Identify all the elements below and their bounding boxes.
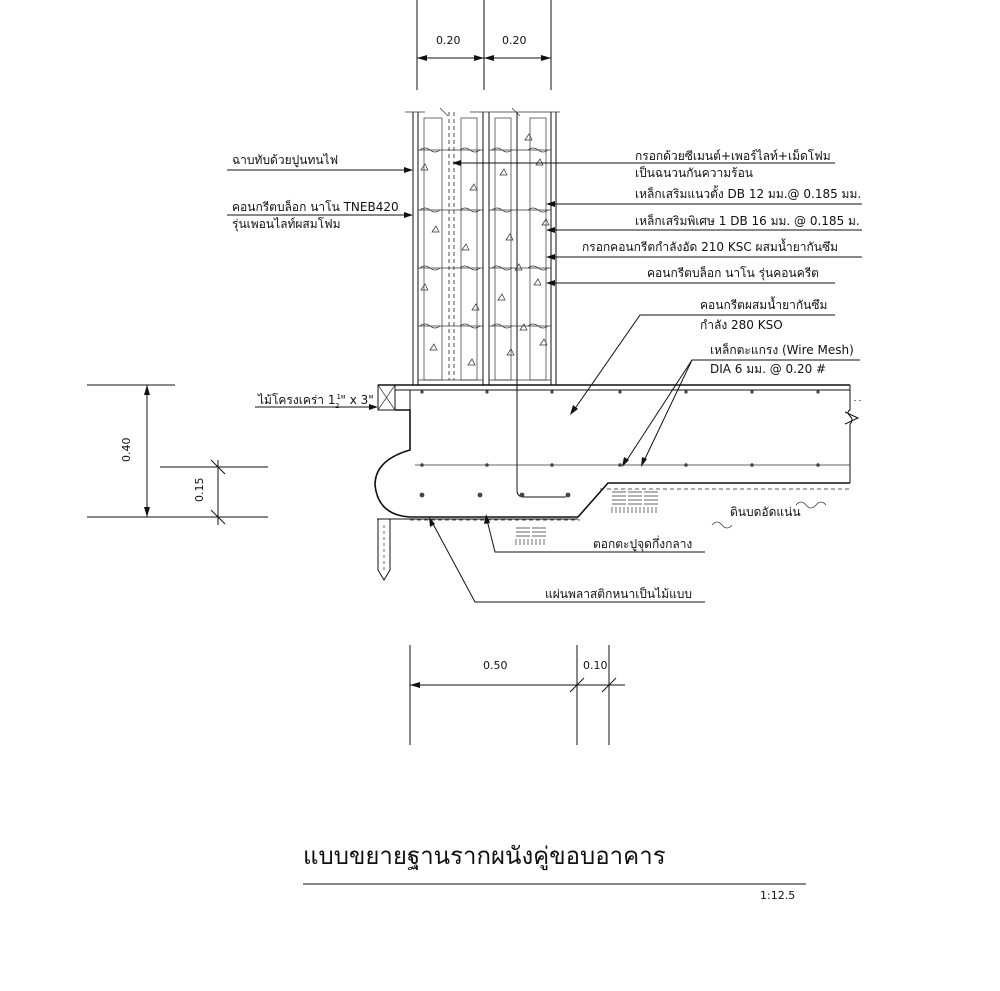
compacted-soil <box>515 491 827 545</box>
dim-edge-width: 0.10 <box>583 659 608 672</box>
dim-top-right: 0.20 <box>502 34 527 47</box>
double-wall <box>405 107 566 498</box>
right-leaders <box>429 160 862 603</box>
rebar-dot <box>618 463 622 467</box>
drawing-title: แบบขยายฐานรากผนังคู่ขอบอาคาร <box>303 842 666 871</box>
label-block-left-2: รุ่นเพอนไลท์ผสมโฟม <box>232 217 341 232</box>
aggregate-mark <box>514 263 523 271</box>
rebar-dot <box>684 463 688 467</box>
rebar-dot <box>419 492 425 498</box>
label-soil: ดินบดอัดแน่น <box>730 505 801 519</box>
label-block-right: คอนกรีตบล็อก นาโน รุ่นคอนครีต <box>647 265 819 281</box>
rebar-dot <box>485 463 489 467</box>
aggregate-mark <box>420 283 429 291</box>
concrete-hatch <box>420 133 550 366</box>
aggregate-mark <box>467 358 476 366</box>
aggregate-mark <box>533 278 542 286</box>
drawing-scale: 1:12.5 <box>760 889 795 902</box>
aggregate-mark <box>535 158 544 166</box>
dim-footing-width: 0.50 <box>483 659 508 672</box>
dim-slab-thickness: 0.15 <box>193 478 206 503</box>
label-concrete-1: คอนกรีตผสมน้ำยากันซึม <box>700 296 827 312</box>
left-dimension-group: 0.40 0.15 <box>87 384 268 525</box>
rebar-dot <box>684 390 688 394</box>
top-dimension-group: 0.20 0.20 <box>416 0 552 90</box>
left-leaders <box>227 167 413 410</box>
label-rebar-special: เหล็กเสริมพิเศษ 1 DB 16 มม. @ 0.185 ม. <box>635 213 860 228</box>
label-rebar-vertical: เหล็กเสริมแนวตั้ง DB 12 มม.@ 0.185 มม. <box>635 185 861 201</box>
label-wiremesh-1: เหล็กตะแกรง (Wire Mesh) <box>710 342 854 357</box>
aggregate-mark <box>461 243 470 251</box>
aggregate-mark <box>431 225 440 233</box>
rebar-dot <box>485 390 489 394</box>
rebar-dot <box>420 390 424 394</box>
label-concrete-2: กำลัง 280 KSO <box>700 318 783 332</box>
rebar-dot <box>816 390 820 394</box>
rebar-dots <box>419 390 820 498</box>
aggregate-mark <box>519 323 528 331</box>
aggregate-mark <box>506 348 515 356</box>
label-plastic: แผ่นพลาสติกหนาเป็นไม้แบบ <box>545 586 692 601</box>
aggregate-mark <box>497 293 506 301</box>
aggregate-mark <box>429 343 438 351</box>
rebar-dot <box>519 492 525 498</box>
footing <box>374 384 861 581</box>
rebar-dot <box>750 463 754 467</box>
aggregate-mark <box>539 338 548 346</box>
aggregate-mark <box>471 303 480 311</box>
rebar-dot <box>750 390 754 394</box>
aggregate-mark <box>541 218 550 226</box>
aggregate-mark <box>420 163 429 171</box>
aggregate-mark <box>499 168 508 176</box>
dim-top-left: 0.20 <box>436 34 461 47</box>
bottom-dimension-group: 0.50 0.10 <box>409 645 625 745</box>
rebar-dot <box>550 463 554 467</box>
label-nail: ตอกตะปูจุดกึ่งกลาง <box>593 535 692 552</box>
rebar-dot <box>816 463 820 467</box>
block-joints <box>418 147 551 381</box>
rebar-dot <box>565 492 571 498</box>
aggregate-mark <box>505 233 514 241</box>
label-fill-1: กรอกด้วยซีเมนต์+เพอร์ไลท์+เม็ดโฟม <box>635 148 831 163</box>
label-wiremesh-2: DIA 6 มม. @ 0.20 # <box>710 362 826 376</box>
aggregate-mark <box>469 183 478 191</box>
rebar-dot <box>420 463 424 467</box>
rebar-dot <box>550 390 554 394</box>
aggregate-mark <box>524 133 533 141</box>
label-fill-2: เป็นฉนวนกันความร้อน <box>635 165 753 180</box>
dim-footing-height: 0.40 <box>120 438 133 463</box>
label-grout: กรอกคอนกรีตกำลังอัด 210 KSC ผสมน้ำยากันซ… <box>582 238 838 254</box>
rebar-dot <box>477 492 483 498</box>
label-block-left-1: คอนกรีตบล็อก นาโน TNEB420 <box>232 199 399 214</box>
rebar-dot <box>618 390 622 394</box>
label-plaster: ฉาบทับด้วยปูนทนไฟ <box>232 153 338 168</box>
